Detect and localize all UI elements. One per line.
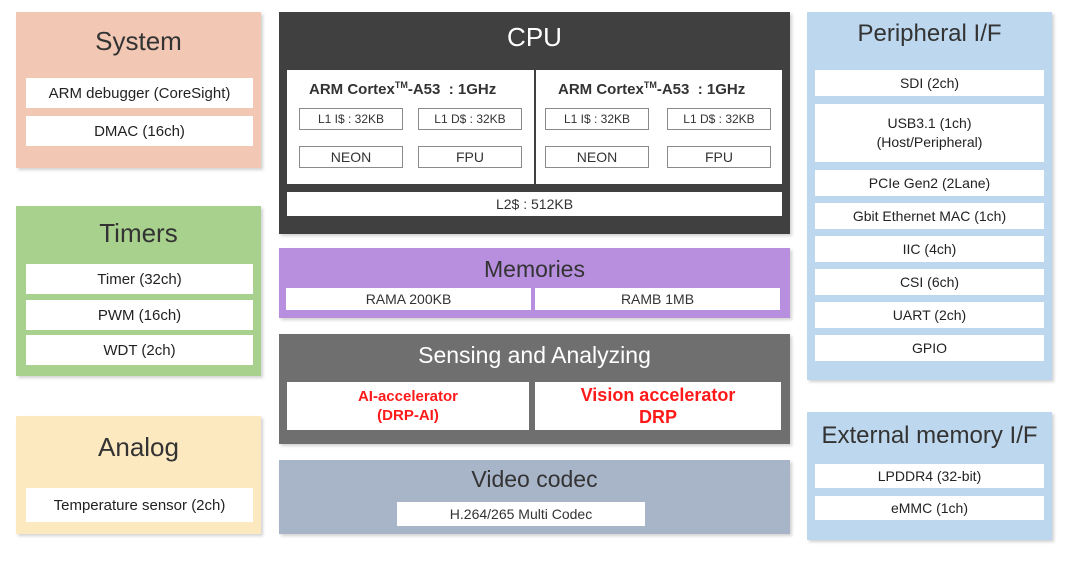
timers-title: Timers	[99, 218, 178, 248]
timers-item-wdt: WDT (2ch)	[26, 335, 253, 365]
drp-ai-label: (DRP-AI)	[377, 407, 439, 424]
cpu-core-2: ARM CortexTM-A53 : 1GHz L1 I$ : 32KB L1 …	[536, 70, 782, 184]
memories-item-ramb: RAMB 1MB	[535, 288, 780, 310]
peripheral-item-csi: CSI (6ch)	[815, 269, 1044, 295]
analog-item-temperature-sensor: Temperature sensor (2ch)	[26, 488, 253, 522]
sensing-panel: Sensing and Analyzing AI-accelerator (DR…	[279, 334, 790, 444]
system-panel: System ARM debugger (CoreSight) DMAC (16…	[16, 12, 261, 168]
peripheral-item-iic: IIC (4ch)	[815, 236, 1044, 262]
system-item-dmac: DMAC (16ch)	[26, 116, 253, 146]
peripheral-item-usb: USB3.1 (1ch) (Host/Peripheral)	[815, 104, 1044, 162]
memories-item-rama: RAMA 200KB	[286, 288, 531, 310]
cpu-panel: CPU ARM CortexTM-A53 : 1GHz L1 I$ : 32KB…	[279, 12, 790, 234]
cpu-core-1-l1i: L1 I$ : 32KB	[299, 108, 403, 130]
cpu-title: CPU	[507, 22, 562, 52]
sensing-title: Sensing and Analyzing	[418, 342, 651, 368]
peripheral-item-pcie: PCIe Gen2 (2Lane)	[815, 170, 1044, 196]
peripheral-title: Peripheral I/F	[857, 20, 1002, 47]
cpu-core-1: ARM CortexTM-A53 : 1GHz L1 I$ : 32KB L1 …	[287, 70, 534, 184]
peripheral-panel: Peripheral I/F SDI (2ch) USB3.1 (1ch) (H…	[807, 12, 1052, 380]
cpu-core-1-fpu: FPU	[418, 146, 522, 168]
drp-label: DRP	[638, 407, 677, 427]
usb-line-1: USB3.1 (1ch)	[887, 115, 972, 131]
cpu-core-2-fpu: FPU	[667, 146, 771, 168]
external-item-lpddr4: LPDDR4 (32-bit)	[815, 464, 1044, 488]
timers-item-timer: Timer (32ch)	[26, 264, 253, 294]
sensing-ai-accelerator: AI-accelerator (DRP-AI)	[287, 382, 529, 430]
video-panel: Video codec H.264/265 Multi Codec	[279, 460, 790, 534]
peripheral-item-uart: UART (2ch)	[815, 302, 1044, 328]
usb-line-2: (Host/Peripheral)	[876, 134, 983, 150]
cpu-l2-cache: L2$ : 512KB	[287, 192, 782, 216]
system-title: System	[95, 26, 182, 56]
external-title: External memory I/F	[821, 422, 1038, 449]
vision-accelerator-label: Vision accelerator	[580, 385, 736, 405]
peripheral-item-sdi: SDI (2ch)	[815, 70, 1044, 96]
memories-panel: Memories RAMA 200KB RAMB 1MB	[279, 248, 790, 318]
memories-title: Memories	[484, 256, 585, 282]
timers-item-pwm: PWM (16ch)	[26, 300, 253, 330]
cpu-core-2-l1d: L1 D$ : 32KB	[667, 108, 771, 130]
video-title: Video codec	[471, 466, 598, 492]
cpu-core-1-l1d: L1 D$ : 32KB	[418, 108, 522, 130]
ai-accelerator-label: AI-accelerator	[357, 388, 459, 405]
sensing-vision-accelerator: Vision accelerator DRP	[535, 382, 781, 430]
cpu-core-1-neon: NEON	[299, 146, 403, 168]
external-item-emmc: eMMC (1ch)	[815, 496, 1044, 520]
analog-panel: Analog Temperature sensor (2ch)	[16, 416, 261, 534]
cpu-core-2-l1i: L1 I$ : 32KB	[545, 108, 649, 130]
system-item-arm-debugger: ARM debugger (CoreSight)	[26, 78, 253, 108]
peripheral-item-gpio: GPIO	[815, 335, 1044, 361]
external-panel: External memory I/F LPDDR4 (32-bit) eMMC…	[807, 412, 1052, 540]
video-item-multi-codec: H.264/265 Multi Codec	[397, 502, 645, 526]
cpu-core-2-neon: NEON	[545, 146, 649, 168]
cpu-core-1-name: ARM CortexTM-A53 : 1GHz	[309, 80, 497, 98]
peripheral-item-ethernet: Gbit Ethernet MAC (1ch)	[815, 203, 1044, 229]
analog-title: Analog	[98, 432, 179, 462]
timers-panel: Timers Timer (32ch) PWM (16ch) WDT (2ch)	[16, 206, 261, 376]
cpu-core-2-name: ARM CortexTM-A53 : 1GHz	[558, 80, 746, 98]
